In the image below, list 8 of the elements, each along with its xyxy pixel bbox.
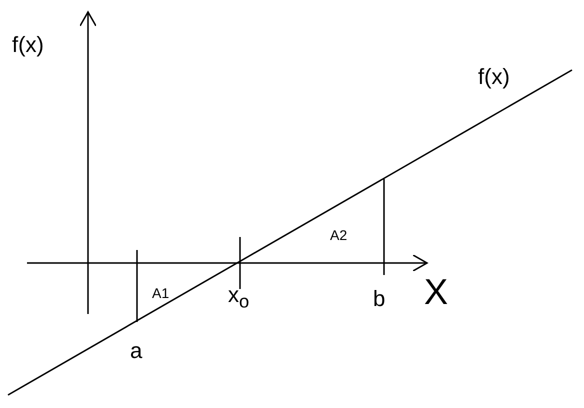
point-label: x$_{o}$	[228, 284, 250, 311]
curve-label: f(x)	[478, 66, 510, 88]
axis-label: f(x)	[12, 34, 44, 56]
point-label: a	[130, 340, 142, 362]
area-label: A1	[152, 286, 170, 300]
point-label: b	[373, 288, 386, 310]
area-label: A2	[330, 228, 348, 242]
axis-label: X	[424, 274, 448, 310]
